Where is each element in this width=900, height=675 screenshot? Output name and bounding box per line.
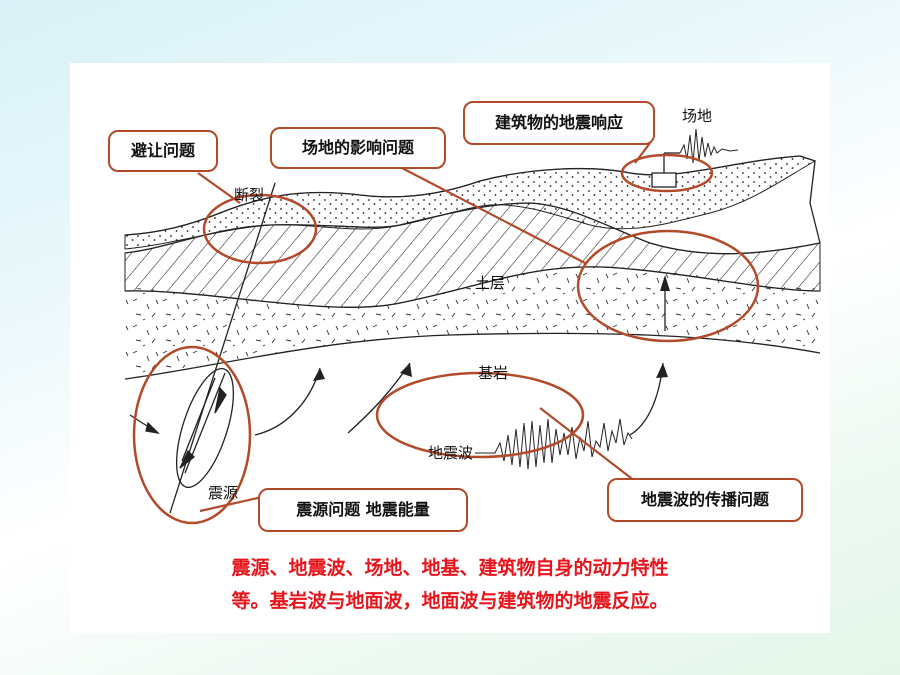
- seismic-wave-trace: [475, 418, 633, 470]
- wave-ellipse: [375, 371, 585, 459]
- caption-line-1: 震源、地震波、场地、地基、建筑物自身的动力特性: [231, 557, 669, 579]
- bedrock-label: 基岩: [478, 364, 508, 382]
- seismic-wave-label: 地震波: [428, 444, 473, 462]
- caption: 震源、地震波、场地、地基、建筑物自身的动力特性 等。基岩波与地面波，地面波与建筑…: [70, 552, 830, 618]
- soil-layer: [125, 265, 820, 375]
- highlight-ellipses: [132, 153, 760, 525]
- building-ellipse: [620, 153, 714, 193]
- callout-site-influence: 场地的影响问题: [270, 127, 446, 169]
- callout-propagation: 地震波的传播问题: [607, 478, 803, 522]
- callout-source: 震源问题 地震能量: [258, 488, 468, 532]
- site-ellipse: [576, 229, 760, 343]
- callout-avoid: 避让问题: [108, 130, 218, 172]
- slide: 断裂 土层 基岩 地震波 震源 场地 避让问题 场地的影响问题 建筑物的地震响应…: [70, 63, 830, 633]
- bedrock-line: [124, 332, 821, 380]
- source-symbol: [129, 367, 235, 489]
- callout-site-influence-text: 场地的影响问题: [301, 138, 414, 157]
- source-label: 震源: [208, 484, 238, 502]
- callout-source-text: 震源问题 地震能量: [296, 500, 430, 519]
- site-label: 场地: [682, 107, 712, 125]
- fault-label: 断裂: [234, 186, 264, 204]
- source-ellipse: [132, 345, 252, 525]
- callout-building-response-text: 建筑物的地震响应: [494, 113, 623, 132]
- callout-building-response: 建筑物的地震响应: [463, 101, 655, 145]
- fault-ellipse: [202, 193, 318, 265]
- soil-layer-label: 土层: [475, 274, 505, 292]
- callout-avoid-text: 避让问题: [130, 141, 195, 160]
- geology-diagram: 断裂 土层 基岩 地震波 震源 场地: [124, 107, 821, 525]
- site-seismogram: [679, 128, 739, 164]
- building: [651, 152, 680, 188]
- callout-propagation-text: 地震波的传播问题: [640, 490, 769, 509]
- caption-line-2: 等。基岩波与地面波，地面波与建筑物的地震反应。: [231, 590, 669, 612]
